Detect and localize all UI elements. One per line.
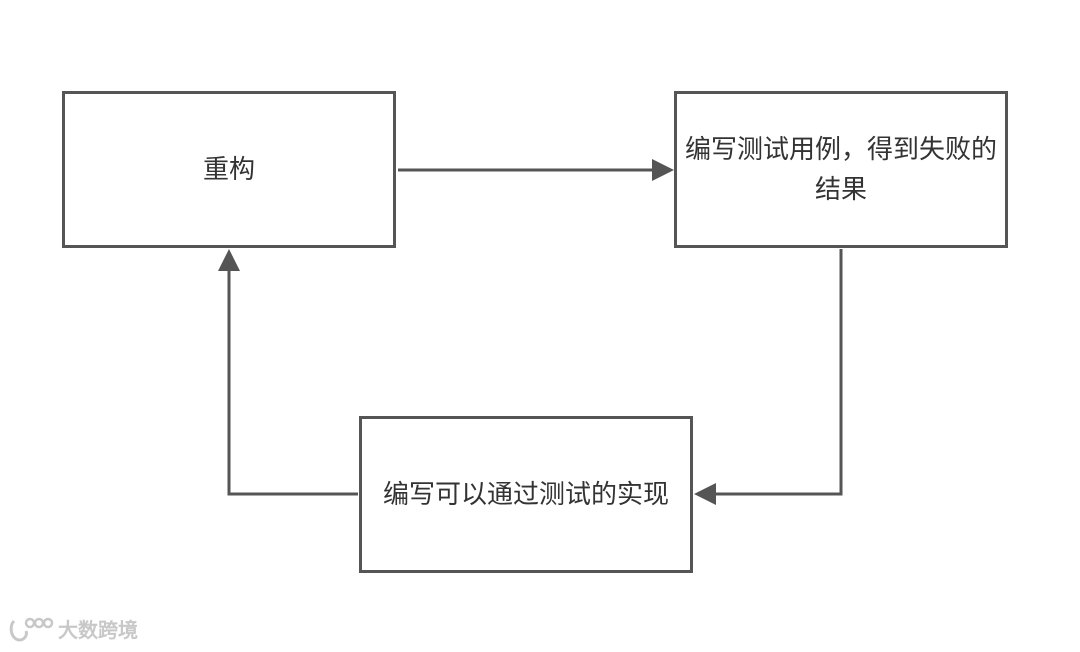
node-refactor-label: 重构: [202, 154, 255, 185]
watermark-text: 大数跨境: [58, 618, 138, 642]
node-write-failing-test: 编写测试用例，得到失败的结果: [674, 91, 1008, 248]
watermark-logo-icon: [9, 617, 54, 641]
arrow-implement-to-refactor: [218, 249, 358, 496]
watermark: 大数跨境: [8, 614, 138, 643]
node-implement: 编写可以通过测试的实现: [359, 416, 693, 573]
arrow-refactor-to-write-test: [398, 159, 674, 181]
node-implement-label: 编写可以通过测试的实现: [382, 479, 669, 510]
node-write-failing-test-label: 编写测试用例，得到失败的结果: [685, 134, 998, 205]
arrow-write-test-to-implement: [694, 249, 843, 505]
node-refactor: 重构: [62, 91, 396, 248]
